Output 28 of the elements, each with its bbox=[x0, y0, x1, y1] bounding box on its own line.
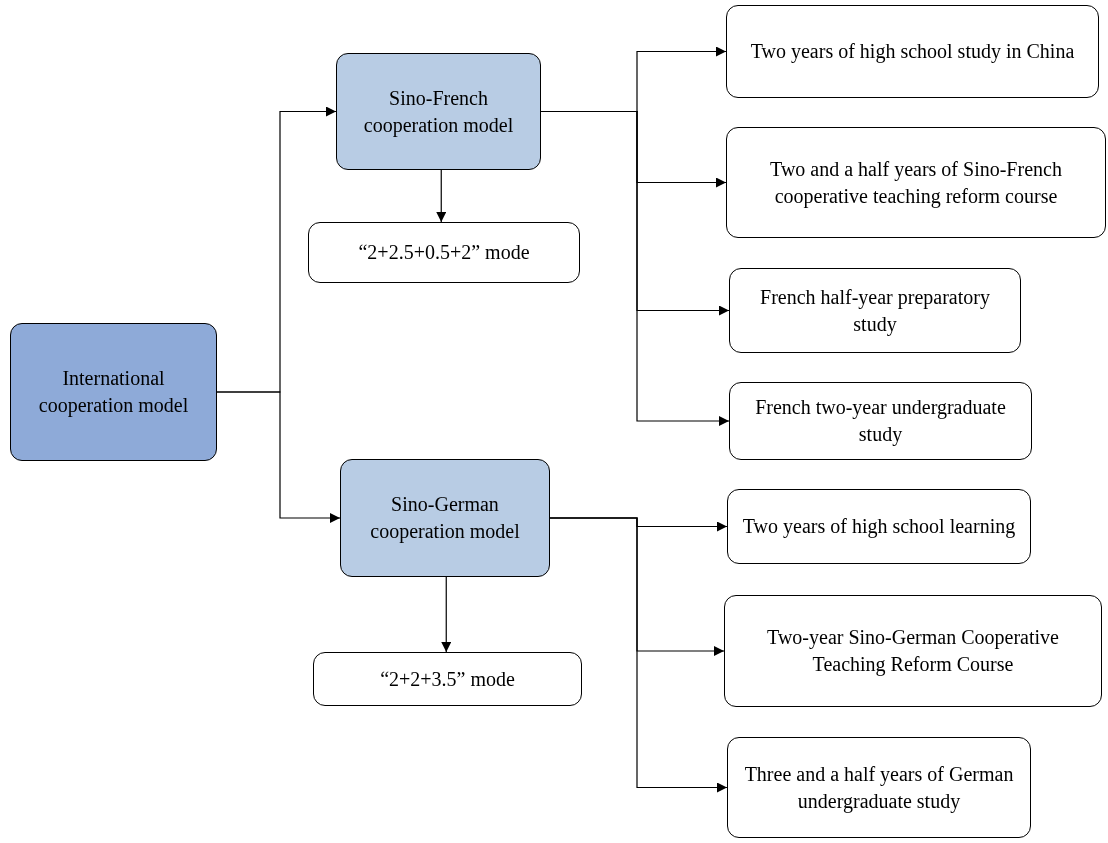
process-box bbox=[308, 222, 580, 283]
box-text: Two years of high school study in China bbox=[750, 39, 1075, 65]
box-text: Sino-French cooperation model bbox=[362, 85, 515, 139]
box-text: French half-year preparatory study bbox=[759, 284, 991, 338]
box-text: Three and a half years of German undergraduate study bbox=[743, 761, 1015, 815]
box-text: Two years of high school learning bbox=[742, 514, 1016, 540]
process-box bbox=[313, 652, 582, 706]
process-box bbox=[727, 737, 1031, 838]
connector-arrow bbox=[436, 169, 447, 223]
box-text: French two-year undergraduate study bbox=[754, 395, 1007, 448]
process-box bbox=[726, 127, 1106, 238]
box-text: International cooperation model bbox=[37, 366, 190, 419]
box-text: Sino-German cooperation model bbox=[369, 492, 521, 545]
box-text: Two and a half years of Sino-French cooperative teaching reform course bbox=[769, 156, 1063, 210]
connector-arrow bbox=[216, 391, 341, 523]
process-box bbox=[340, 459, 550, 577]
box-text: “2+2+3.5” mode bbox=[380, 666, 515, 692]
connector-arrow bbox=[549, 517, 728, 793]
box-text: Two-year Sino-German Cooperative Teaching Reform Course bbox=[766, 625, 1060, 678]
process-box bbox=[10, 323, 217, 461]
process-box bbox=[724, 595, 1102, 707]
process-box bbox=[729, 268, 1021, 353]
process-box bbox=[336, 53, 541, 170]
process-box bbox=[727, 489, 1031, 564]
connector-arrow bbox=[441, 576, 452, 653]
process-box bbox=[729, 382, 1032, 460]
box-text: “2+2.5+0.5+2” mode bbox=[358, 240, 530, 265]
process-box bbox=[726, 5, 1099, 98]
